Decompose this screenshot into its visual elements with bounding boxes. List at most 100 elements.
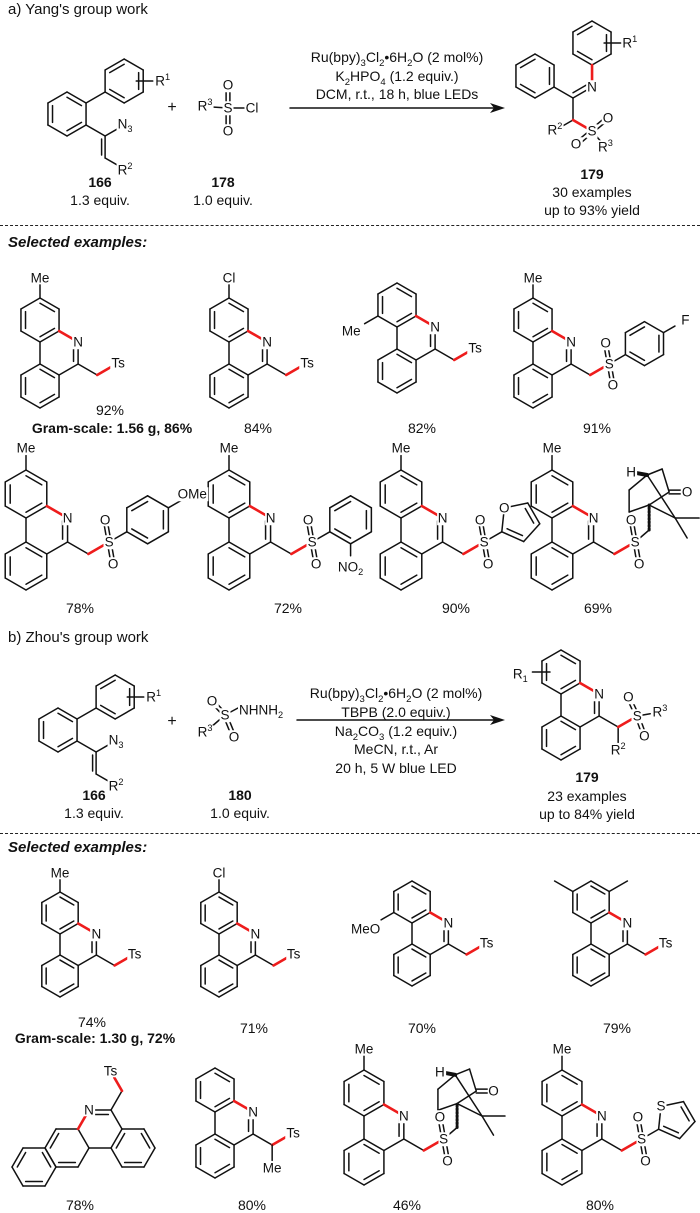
- bond: [363, 1074, 380, 1086]
- bond: [58, 363, 79, 376]
- oxygen-atom: O: [569, 136, 583, 152]
- bond: [44, 1166, 57, 1187]
- bond: [110, 1109, 123, 1130]
- tosyl-group: Ts: [102, 1063, 119, 1079]
- condition-line: MeCN, r.t., Ar: [353, 741, 439, 757]
- bond: [576, 50, 593, 61]
- bond: [207, 505, 230, 519]
- bond: [396, 348, 417, 361]
- bond: [59, 922, 79, 935]
- bond: [76, 707, 97, 720]
- bond: [143, 1128, 156, 1149]
- bond: [228, 475, 246, 486]
- bond: [228, 577, 251, 591]
- bond: [441, 541, 465, 555]
- bond: [363, 1172, 385, 1186]
- bond: [59, 983, 75, 993]
- bond: [59, 985, 79, 998]
- bond: [400, 469, 423, 483]
- section-b-title: b) Zhou's group work: [8, 629, 149, 646]
- bond: [454, 1068, 471, 1076]
- ring-substituent: Me: [390, 440, 412, 456]
- bond: [195, 1067, 216, 1080]
- oxygen-atom: O: [98, 511, 112, 527]
- bond: [228, 541, 251, 555]
- r3-group: R3: [597, 137, 614, 155]
- bond: [434, 348, 455, 361]
- compound-id-180: 180: [228, 787, 252, 803]
- bond: [532, 302, 549, 313]
- oxygen-atom: O: [631, 1109, 645, 1125]
- bond: [513, 396, 534, 409]
- bond: [59, 896, 75, 906]
- bond: [25, 574, 43, 585]
- bond: [25, 577, 48, 591]
- bond: [334, 528, 352, 539]
- bond: [393, 943, 413, 956]
- bond: [590, 885, 606, 895]
- bond: [591, 20, 612, 33]
- oxygen-atom: O: [227, 729, 241, 745]
- bond: [626, 943, 647, 956]
- bond: [400, 574, 418, 585]
- yield-value: 72%: [273, 600, 303, 616]
- bond: [85, 124, 106, 137]
- bond: [228, 363, 249, 376]
- new-bond: [95, 365, 113, 377]
- bond: [551, 469, 574, 483]
- bond: [396, 353, 413, 364]
- bond: [590, 880, 610, 893]
- bond: [218, 896, 234, 906]
- bond: [115, 1132, 126, 1149]
- bond: [228, 505, 251, 519]
- yield-value: 80%: [585, 1197, 615, 1213]
- condition-line: 20 h, 5 W blue LED: [335, 760, 457, 776]
- bond: [39, 327, 56, 338]
- bond: [228, 547, 246, 558]
- oxygen-atom: O: [433, 1109, 447, 1125]
- bond: [601, 1138, 623, 1152]
- bond: [576, 25, 593, 36]
- plus-sign: +: [167, 99, 177, 116]
- bond: [218, 922, 238, 935]
- example-count: 30 examples: [552, 184, 632, 200]
- ring-substituent: Me: [49, 864, 71, 880]
- bond: [572, 53, 593, 66]
- bond: [44, 1147, 57, 1168]
- bond: [541, 1172, 563, 1186]
- bond: [628, 504, 650, 513]
- ring-nitrogen: N: [261, 334, 273, 350]
- bond: [590, 974, 610, 987]
- bond: [25, 469, 48, 483]
- bond: [228, 297, 249, 310]
- bond: [41, 891, 61, 904]
- bond: [363, 1100, 380, 1112]
- bond: [643, 353, 665, 367]
- bond: [20, 396, 41, 409]
- bond: [114, 707, 135, 720]
- bond: [207, 577, 230, 591]
- ring-nitrogen: N: [83, 1102, 95, 1118]
- ring-nitrogen: N: [586, 79, 598, 95]
- ring-nitrogen: N: [593, 686, 605, 702]
- bond: [114, 674, 135, 687]
- bond: [541, 649, 562, 662]
- bond: [363, 1069, 385, 1083]
- bond: [560, 679, 577, 690]
- bond: [39, 363, 60, 376]
- bond: [560, 654, 577, 665]
- tosyl-group: Ts: [285, 1125, 301, 1141]
- compound-id-179: 179: [580, 166, 604, 182]
- bond: [76, 740, 97, 753]
- yield-value: 80%: [237, 1197, 267, 1213]
- bond: [629, 326, 646, 337]
- bond: [421, 541, 444, 555]
- bond: [379, 469, 402, 483]
- condition-line: Na2CO3 (1.2 equiv.): [334, 723, 458, 743]
- bond: [25, 502, 43, 513]
- bond: [657, 1128, 681, 1140]
- bond: [20, 363, 41, 376]
- bond: [104, 127, 120, 137]
- bond: [561, 1138, 583, 1152]
- bond: [400, 577, 423, 591]
